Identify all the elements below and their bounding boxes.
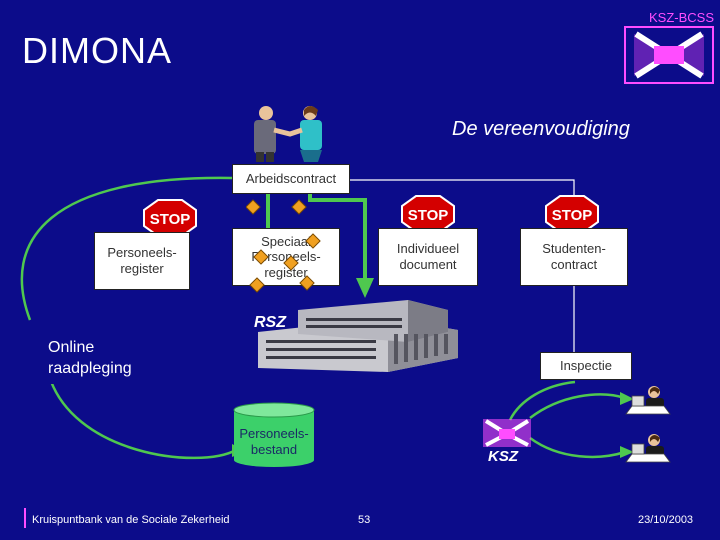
page-number: 53 — [358, 514, 371, 526]
database-icon — [233, 402, 315, 467]
footer-org: Kruispuntbank van de Sociale Zekerheid — [32, 514, 230, 526]
arbeidscontract-box: Arbeidscontract — [232, 164, 350, 194]
online-raadpleging-label: Online raadpleging — [44, 336, 162, 384]
footer-accent-bar — [24, 508, 26, 528]
stop-label: STOP — [150, 211, 191, 228]
stop-sign-icon: STOP — [545, 195, 599, 233]
subtitle: De vereenvoudiging — [452, 118, 630, 140]
personeelsregister-box: Personeels- register — [94, 232, 190, 290]
individueel-document-box: Individueel document — [378, 228, 478, 286]
stop-label: STOP — [552, 207, 593, 224]
marker-icons — [246, 199, 321, 293]
stop-label: STOP — [408, 207, 449, 224]
building-icon — [258, 300, 458, 372]
rsz-label: RSZ — [254, 314, 286, 331]
stop-sign-icon: STOP — [401, 195, 455, 233]
person-at-computer-icon — [625, 386, 671, 415]
speciaal-register-box: Speciaal Personeels- register — [232, 228, 340, 286]
page-title: DIMONA — [22, 30, 172, 71]
studentencontract-box: Studenten- contract — [520, 228, 628, 286]
handshake-icon — [254, 106, 322, 162]
footer-date: 23/10/2003 — [638, 514, 694, 526]
ksz-logo-icon — [483, 419, 531, 447]
personeelsbestand-label: Personeels- bestand — [239, 426, 309, 457]
inspectie-box: Inspectie — [540, 352, 632, 380]
ksz-logo-icon — [624, 26, 714, 84]
brand-label: KSZ-BCSS — [648, 10, 714, 25]
stop-sign-icon: STOP — [143, 199, 197, 237]
ksz-label: KSZ — [488, 448, 518, 465]
person-at-computer-icon — [625, 434, 671, 463]
